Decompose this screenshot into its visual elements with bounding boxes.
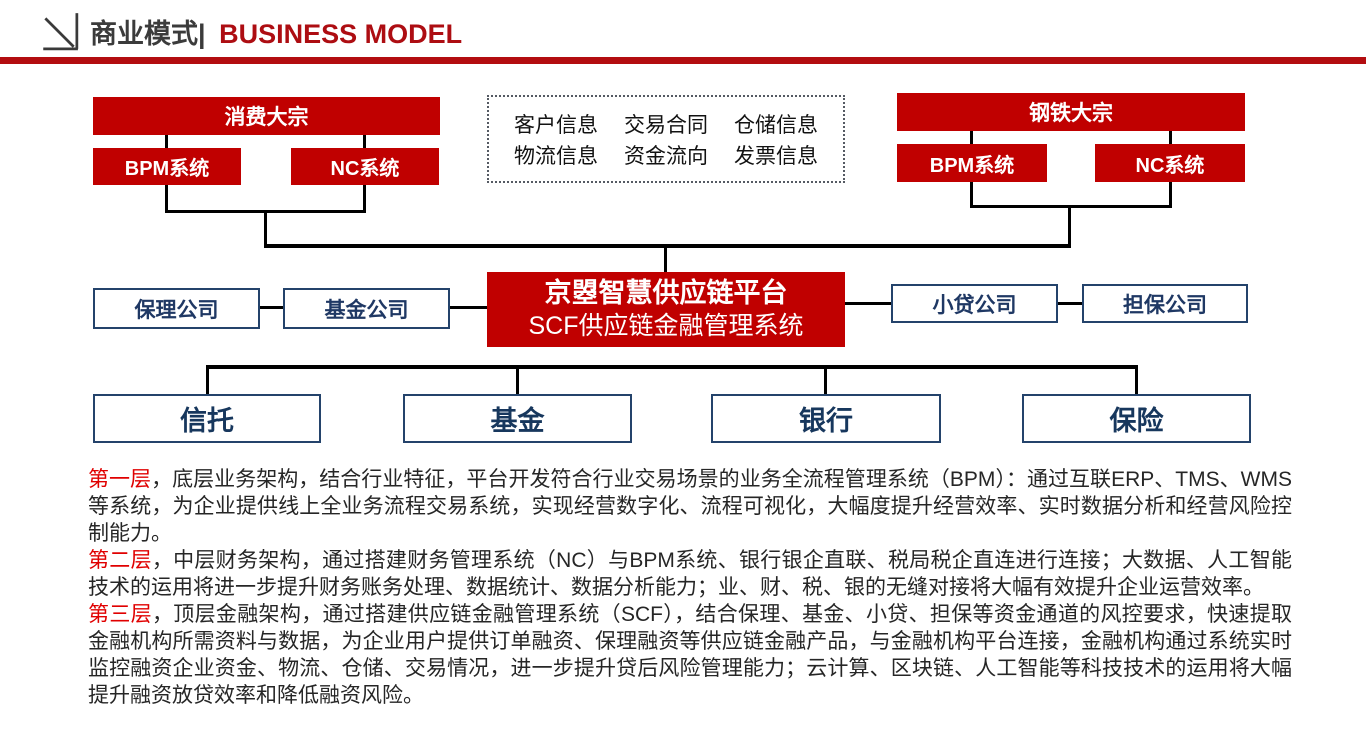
layer-3-label: 第三层 xyxy=(88,603,152,626)
connector-line xyxy=(516,365,519,394)
info-item: 客户信息 xyxy=(514,113,598,137)
connector-line xyxy=(206,365,209,394)
header-divider xyxy=(0,57,1366,64)
connector-line xyxy=(264,244,1071,248)
data-info-box: 客户信息 交易合同 仓储信息 物流信息 资金流向 发票信息 xyxy=(487,95,845,183)
steel-bpm-system-box: BPM系统 xyxy=(897,144,1047,182)
connector-line xyxy=(845,302,891,305)
connector-line xyxy=(824,365,827,394)
info-item: 发票信息 xyxy=(734,144,818,168)
layer-2-label: 第二层 xyxy=(88,549,152,572)
description-text: 第一层，底层业务架构，结合行业特征，平台开发符合行业交易场景的业务全流程管理系统… xyxy=(88,466,1292,709)
connector-line xyxy=(664,244,667,272)
layer-2-body: ，中层财务架构，通过搭建财务管理系统（NC）与BPM系统、银行银企直联、税局税企… xyxy=(88,549,1292,599)
platform-title: 京曌智慧供应链平台 xyxy=(544,278,788,308)
connector-line xyxy=(1169,182,1172,208)
trust-box: 信托 xyxy=(93,394,321,443)
connector-line xyxy=(165,135,168,148)
corner-arrow-icon xyxy=(43,13,79,51)
layer-1-label: 第一层 xyxy=(88,468,152,491)
connector-line xyxy=(363,135,366,148)
connector-line xyxy=(1169,131,1172,144)
fund-box: 基金 xyxy=(403,394,632,443)
connector-line xyxy=(450,306,487,309)
connector-line xyxy=(264,210,267,247)
microloan-company-box: 小贷公司 xyxy=(891,284,1058,323)
guarantee-company-box: 担保公司 xyxy=(1082,284,1248,323)
connector-line xyxy=(970,182,973,208)
layer-2-paragraph: 第二层，中层财务架构，通过搭建财务管理系统（NC）与BPM系统、银行银企直联、税… xyxy=(88,547,1292,601)
layer-1-body: ，底层业务架构，结合行业特征，平台开发符合行业交易场景的业务全流程管理系统（BP… xyxy=(88,468,1292,545)
fund-company-box: 基金公司 xyxy=(283,288,450,329)
consumer-nc-system-box: NC系统 xyxy=(291,148,439,185)
steel-commodity-box: 钢铁大宗 xyxy=(897,93,1245,131)
consumer-commodity-box: 消费大宗 xyxy=(93,97,440,135)
layer-3-paragraph: 第三层，顶层金融架构，通过搭建供应链金融管理系统（SCF），结合保理、基金、小贷… xyxy=(88,601,1292,709)
page-title: 商业模式| BUSINESS MODEL xyxy=(90,12,462,51)
info-item: 仓储信息 xyxy=(734,113,818,137)
page-title-cn: 商业模式| xyxy=(90,19,206,49)
platform-subtitle: SCF供应链金融管理系统 xyxy=(528,311,804,340)
layer-3-body: ，顶层金融架构，通过搭建供应链金融管理系统（SCF），结合保理、基金、小贷、担保… xyxy=(88,603,1293,707)
info-item: 物流信息 xyxy=(514,144,598,168)
steel-nc-system-box: NC系统 xyxy=(1095,144,1245,182)
factoring-company-box: 保理公司 xyxy=(93,288,260,329)
info-item: 交易合同 xyxy=(624,113,708,137)
consumer-bpm-system-box: BPM系统 xyxy=(93,148,241,185)
connector-line xyxy=(1068,205,1071,247)
bank-box: 银行 xyxy=(711,394,941,443)
connector-line xyxy=(970,205,1172,208)
page-title-en: BUSINESS MODEL xyxy=(219,19,463,49)
info-item: 资金流向 xyxy=(624,144,708,168)
connector-line xyxy=(165,185,168,213)
connector-line xyxy=(260,306,283,309)
connector-line xyxy=(1135,365,1138,394)
connector-line xyxy=(970,131,973,144)
insurance-box: 保险 xyxy=(1022,394,1251,443)
connector-line xyxy=(363,185,366,213)
connector-line xyxy=(1058,302,1082,305)
layer-1-paragraph: 第一层，底层业务架构，结合行业特征，平台开发符合行业交易场景的业务全流程管理系统… xyxy=(88,466,1292,547)
connector-line xyxy=(206,365,1138,369)
scf-platform-box: 京曌智慧供应链平台 SCF供应链金融管理系统 xyxy=(487,272,845,347)
